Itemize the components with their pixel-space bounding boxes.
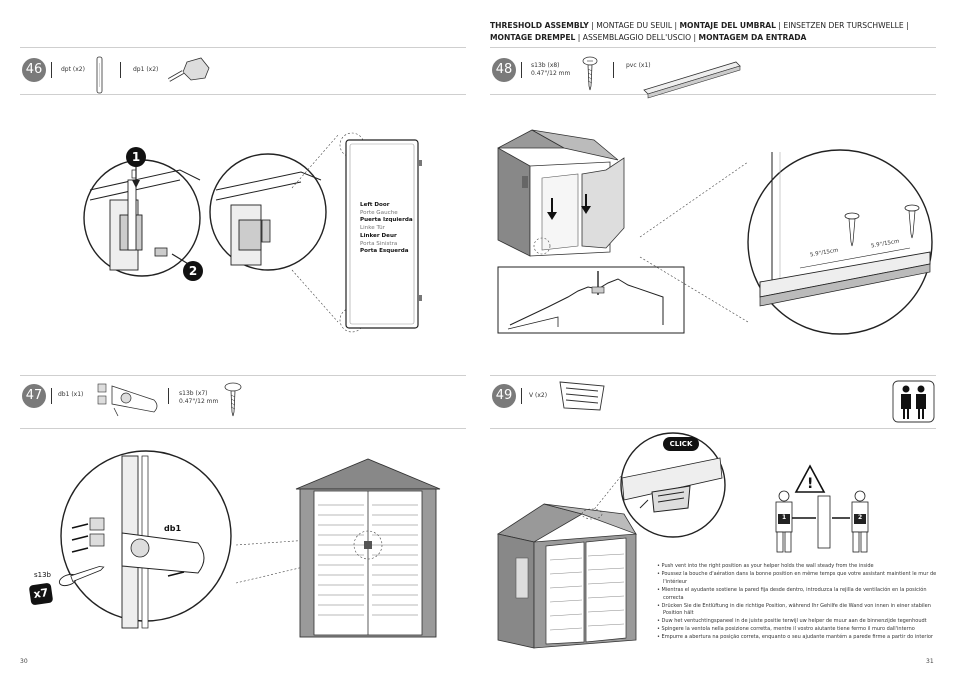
- step-number-49: 49: [492, 384, 516, 408]
- svg-text:!: !: [807, 476, 813, 492]
- note-item: • Push vent into the right position as y…: [657, 563, 874, 569]
- rule-47: [20, 375, 466, 376]
- latch-detail: [58, 450, 232, 629]
- click-badge: CLICK: [663, 437, 699, 451]
- title-part: |: [575, 33, 583, 42]
- hinge-detail-right: [209, 153, 327, 271]
- rule-49-bottom: [490, 428, 936, 429]
- title-part: |: [691, 33, 699, 42]
- threshold-piece-icon: [643, 61, 741, 99]
- section-title: THRESHOLD ASSEMBLY | MONTAGE DU SEUIL | …: [490, 20, 930, 44]
- title-part: |: [903, 21, 909, 30]
- step-number-48: 48: [492, 58, 516, 82]
- two-person-icon: [892, 380, 935, 423]
- title-part: EINSETZEN DER TURSCHWELLE: [783, 21, 904, 30]
- quantity-badge: x7: [28, 582, 54, 606]
- note-item: • Duw het ventuchtingspaneel in de juist…: [657, 618, 927, 625]
- step-number-47: 47: [22, 384, 46, 408]
- part-s13b-size: 0.47"/12 mm: [179, 398, 219, 405]
- door-label: Linker Deur: [360, 232, 397, 239]
- rule-46-bottom: [20, 94, 466, 95]
- title-part: ASSEMBLAGGIO DELL'USCIO: [582, 33, 692, 42]
- separator: [521, 62, 522, 78]
- callout-2: 2: [183, 261, 203, 281]
- part-s13b: s13b (x7): [179, 390, 208, 397]
- separator: [168, 388, 169, 404]
- separator: [521, 388, 522, 404]
- vent-zoom: [620, 432, 726, 538]
- pin-icon: [96, 56, 103, 94]
- callout-1: 1: [126, 147, 146, 167]
- part-pvc: pvc (x1): [626, 62, 651, 69]
- door-label: Porte Gauche: [360, 209, 398, 216]
- screw-icon: [582, 56, 598, 91]
- door-label: Porta Esquerda: [360, 248, 409, 255]
- hinge-detail-left: [83, 159, 201, 277]
- person-2-label: 2: [858, 514, 863, 521]
- part-dp1: dp1 (x2): [133, 66, 159, 73]
- shed-side: [496, 459, 637, 649]
- threshold-cross-section: [497, 266, 685, 334]
- vent-icon: [559, 381, 605, 411]
- instruction-notes: • Push vent into the right position as y…: [657, 563, 947, 642]
- rule-46: [20, 47, 466, 48]
- part-s13b-size: 0.47"/12 mm: [531, 70, 571, 77]
- part-db1: db1 (x1): [58, 391, 84, 398]
- helper-illustration: !: [775, 464, 869, 553]
- door-label: Porta Sinistra: [360, 240, 398, 247]
- page-number-left: 30: [20, 658, 28, 665]
- note-item: • Mientras el ayudante sostiene la pared…: [657, 586, 927, 601]
- threshold-zoom: [639, 149, 933, 335]
- door-label: Puerta Izquierda: [360, 217, 413, 224]
- note-item: • Poussez la bouche d'aération dans la b…: [657, 570, 937, 585]
- step-number-46: 46: [22, 58, 46, 82]
- title-part: |: [588, 21, 597, 30]
- part-dpt: dpt (x2): [61, 66, 85, 73]
- label-db1: db1: [164, 524, 182, 533]
- latch-icon: [97, 383, 158, 417]
- note-item: • Spingere la ventola nella posizione co…: [657, 626, 915, 633]
- bolt-icon: [168, 57, 210, 82]
- separator: [120, 62, 121, 78]
- rule-48: [490, 47, 936, 48]
- title-part: MONTAGE DREMPEL: [490, 33, 576, 42]
- title-part: MONTAJE DEL UMBRAL: [679, 21, 777, 30]
- person-1-label: 1: [782, 514, 787, 521]
- part-s13b: s13b (x8): [531, 62, 560, 69]
- separator: [51, 388, 52, 404]
- title-part: MONTAGE DU SEUIL: [596, 21, 673, 30]
- separator: [51, 62, 52, 78]
- door-panel: [291, 132, 422, 333]
- note-item: • Drücken Sie die Entlüftung in die rich…: [657, 602, 931, 617]
- title-part: MONTAGEM DA ENTRADA: [698, 33, 807, 42]
- rule-47-bottom: [20, 428, 466, 429]
- part-vent: V (x2): [529, 392, 548, 399]
- shed-front: [235, 458, 441, 638]
- screw-icon: [224, 382, 242, 417]
- separator: [613, 62, 614, 78]
- note-item: • Empurre a abertura na posição correta,…: [657, 634, 933, 641]
- rule-48-bottom: [490, 94, 936, 95]
- title-part: |: [776, 21, 784, 30]
- shed-open-doors: [497, 129, 625, 257]
- rule-49: [490, 375, 936, 376]
- title-part: |: [672, 21, 680, 30]
- door-label: Left Door: [360, 202, 390, 208]
- title-part: THRESHOLD ASSEMBLY: [490, 21, 589, 30]
- label-s13b: s13b: [34, 571, 51, 579]
- door-label: Linke Tür: [360, 225, 385, 232]
- page-number-right: 31: [926, 658, 934, 665]
